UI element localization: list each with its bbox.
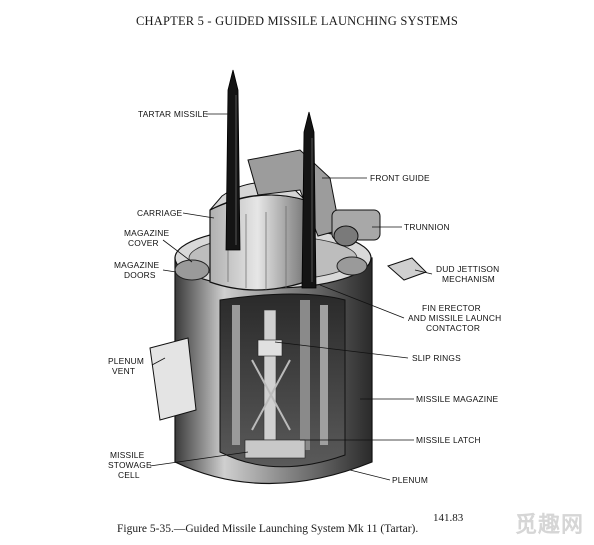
label-magazine-cover-line2: COVER — [128, 238, 159, 248]
page-header: CHAPTER 5 - GUIDED MISSILE LAUNCHING SYS… — [135, 14, 458, 28]
label-dud-jettison-line2: MECHANISM — [442, 274, 495, 284]
label-plenum: PLENUM — [392, 475, 428, 485]
label-tartar-missile: TARTAR MISSILE — [138, 109, 208, 119]
watermark-logo: 觅趣网 — [514, 513, 584, 538]
page-number: 141.83 — [433, 512, 464, 524]
label-slip-rings: SLIP RINGS — [412, 353, 461, 363]
label-missile-stowage-line2: STOWAGE — [108, 460, 152, 470]
label-missile-latch: MISSILE LATCH — [416, 435, 481, 445]
label-magazine-cover-line1: MAGAZINE — [124, 228, 170, 238]
label-fin-erector-line2: AND MISSILE LAUNCH — [408, 313, 501, 323]
figure-caption: Figure 5-35.—Guided Missile Launching Sy… — [117, 523, 419, 535]
tartar-missile-right — [301, 111, 317, 289]
label-carriage: CARRIAGE — [137, 208, 183, 218]
trunnion — [331, 209, 381, 247]
label-fin-erector-line3: CONTACTOR — [426, 323, 480, 333]
label-missile-magazine: MISSILE MAGAZINE — [416, 394, 499, 404]
label-fin-erector-line1: FIN ERECTOR — [422, 303, 481, 313]
label-magazine-doors-line2: DOORS — [124, 270, 156, 280]
carriage — [209, 181, 307, 291]
plenum-vent-panel — [149, 337, 197, 421]
tartar-missile-left — [225, 69, 241, 251]
dud-jettison-mechanism — [387, 257, 427, 281]
label-trunnion: TRUNNION — [404, 222, 450, 232]
label-plenum-vent-line2: VENT — [112, 366, 135, 376]
label-plenum-vent-line1: PLENUM — [108, 356, 144, 366]
label-missile-stowage-line3: CELL — [118, 470, 140, 480]
cutaway-interior — [219, 293, 346, 468]
label-magazine-doors-line1: MAGAZINE — [114, 260, 160, 270]
label-front-guide: FRONT GUIDE — [370, 173, 430, 183]
label-missile-stowage-line1: MISSILE — [110, 450, 145, 460]
label-dud-jettison-line1: DUD JETTISON — [436, 264, 499, 274]
leader-lines — [149, 113, 433, 481]
